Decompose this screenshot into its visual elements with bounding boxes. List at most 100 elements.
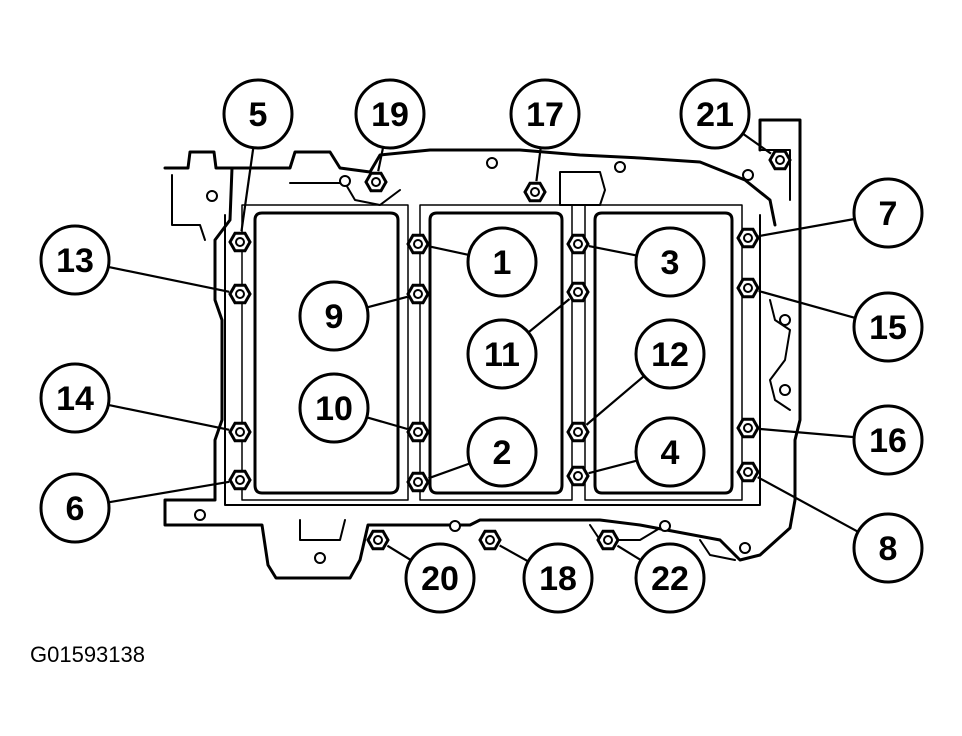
bolt-6	[228, 469, 252, 491]
callout-10-circle	[298, 372, 370, 444]
callout-9-circle	[298, 280, 370, 352]
callout-6-label: 6	[66, 490, 85, 528]
leader-13	[108, 265, 230, 293]
callout-12-circle	[634, 318, 706, 390]
callout-13-label: 13	[56, 242, 94, 280]
callout-6-circle	[39, 472, 111, 544]
callout-1-circle	[466, 226, 538, 298]
leader-1	[428, 245, 470, 256]
bolt-10	[406, 421, 430, 443]
callout-20-circle	[404, 542, 476, 614]
callout-17-label: 17	[526, 96, 564, 134]
callout-2-circle	[466, 416, 538, 488]
bolt-17-center	[530, 187, 540, 197]
leader-12	[585, 375, 645, 426]
leader-3	[588, 245, 637, 257]
bolt-13	[228, 283, 252, 305]
bolt-15	[736, 277, 760, 299]
callout-17-circle	[509, 78, 581, 150]
bolt-11-center	[573, 287, 583, 297]
leader-19	[377, 147, 385, 172]
callout-16-label: 16	[869, 422, 907, 460]
leader-6	[108, 480, 230, 504]
leader-8	[757, 476, 859, 533]
leader-21	[742, 132, 772, 155]
callout-9-label: 9	[325, 298, 344, 336]
bolt-3	[566, 233, 590, 255]
callout-19-label: 19	[371, 96, 409, 134]
callout-13-circle	[39, 224, 111, 296]
bolt-19-center	[371, 177, 381, 187]
callout-4-circle	[634, 416, 706, 488]
callout-7-circle	[852, 177, 924, 249]
callout-1-label: 1	[493, 244, 512, 282]
bolt-heads	[228, 149, 792, 551]
small-holes	[194, 157, 791, 564]
bolt-5-center	[235, 237, 245, 247]
bolt-16	[736, 417, 760, 439]
bolt-1	[406, 233, 430, 255]
callout-18-label: 18	[539, 560, 577, 598]
callout-3-circle	[634, 226, 706, 298]
leader-11	[527, 298, 571, 334]
callout-21-label: 21	[696, 96, 734, 134]
bolt-4-center	[573, 471, 583, 481]
bolt-21-center	[775, 155, 785, 165]
bolt-7	[736, 227, 760, 249]
callout-18-circle	[522, 542, 594, 614]
leader-9	[366, 295, 408, 309]
bolt-13-center	[235, 289, 245, 299]
callout-5-label: 5	[249, 96, 268, 134]
callout-14-label: 14	[56, 380, 94, 418]
callout-5-circle	[222, 78, 294, 150]
callout-11-circle	[466, 318, 538, 390]
bolt-18-center	[485, 535, 495, 545]
leader-22	[616, 544, 642, 562]
bolt-14	[228, 421, 252, 443]
callout-20-label: 20	[421, 560, 459, 598]
callout-15-circle	[852, 291, 924, 363]
bolt-12-center	[573, 427, 583, 437]
leader-10	[366, 416, 408, 431]
bolt-5	[228, 231, 252, 253]
bolt-2	[406, 471, 430, 493]
bolt-20-center	[373, 535, 383, 545]
callout-22-circle	[634, 542, 706, 614]
bolt-2-center	[413, 477, 423, 487]
bolt-8-center	[743, 467, 753, 477]
bolt-9	[406, 283, 430, 305]
gasket-openings	[224, 204, 761, 506]
leader-15	[758, 289, 856, 319]
callout-8-circle	[852, 512, 924, 584]
bolt-17	[523, 181, 547, 203]
callout-22-label: 22	[651, 560, 689, 598]
bolt-1-center	[413, 239, 423, 249]
bolt-4	[566, 465, 590, 487]
callout-16-circle	[852, 404, 924, 476]
callout-21-circle	[679, 78, 751, 150]
leader-20	[386, 544, 412, 562]
callout-2-label: 2	[493, 434, 512, 472]
bolt-9-center	[413, 289, 423, 299]
callout-11-label: 11	[484, 336, 520, 374]
bolt-22-center	[603, 535, 613, 545]
bolt-8	[736, 461, 760, 483]
bolt-7-center	[743, 233, 753, 243]
leader-16	[758, 427, 855, 439]
bolt-11	[566, 281, 590, 303]
callout-19-circle	[354, 78, 426, 150]
callout-4-label: 4	[661, 434, 680, 472]
bolt-12	[566, 421, 590, 443]
bolt-21	[768, 149, 792, 171]
leader-4	[588, 459, 638, 475]
leader-7	[758, 217, 855, 238]
bolt-3-center	[573, 239, 583, 249]
bolt-18	[478, 529, 502, 551]
bolt-20	[366, 529, 390, 551]
callout-10-label: 10	[315, 390, 353, 428]
callout-7-label: 7	[879, 195, 898, 233]
bolt-6-center	[235, 475, 245, 485]
